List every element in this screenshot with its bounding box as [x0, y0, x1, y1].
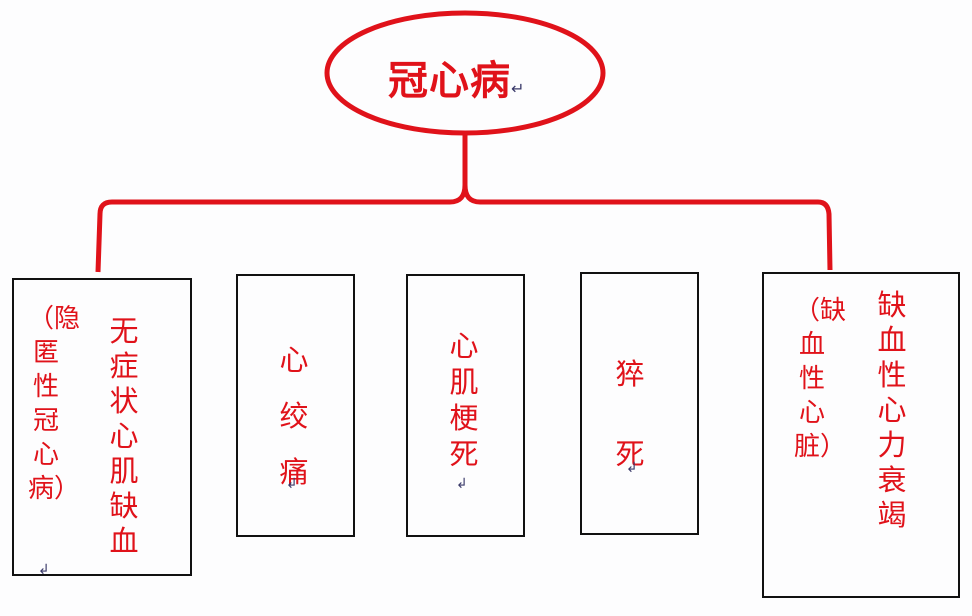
node-main-text: 缺血性心力衰竭: [877, 288, 907, 532]
node-ischemic-heart-failure: 缺血性心力衰竭 （缺血性心脏）: [762, 272, 960, 598]
node-sub-text: （隐匿性冠心病）: [28, 304, 81, 504]
paragraph-mark-icon: ↲: [626, 460, 638, 476]
node-sudden-death: 猝死 ↲: [580, 272, 699, 535]
paragraph-mark-icon: ↵: [511, 79, 526, 98]
right-brace-line: [462, 133, 833, 271]
paragraph-mark-icon: ↲: [38, 562, 50, 578]
node-asymptomatic: 无症状心肌缺血 （隐匿性冠心病） ↲: [12, 278, 192, 578]
node-myocardial-infarction: 心肌梗死 ↲: [406, 274, 525, 537]
node-sub-text: （缺血性心脏）: [794, 296, 847, 462]
paragraph-mark-icon: ↲: [286, 476, 298, 492]
left-brace-line: [95, 133, 468, 273]
node-main-text: 心绞痛: [279, 343, 309, 489]
node-main-text: 无症状心肌缺血: [109, 314, 139, 558]
root-node-label: 冠心病↵: [388, 48, 525, 106]
node-angina: 心绞痛 ↲: [236, 274, 355, 537]
root-title: 冠心病: [388, 57, 511, 104]
node-main-text: 心肌梗死: [449, 329, 479, 471]
paragraph-mark-icon: ↲: [456, 476, 468, 492]
node-main-text: 猝死: [615, 357, 645, 471]
